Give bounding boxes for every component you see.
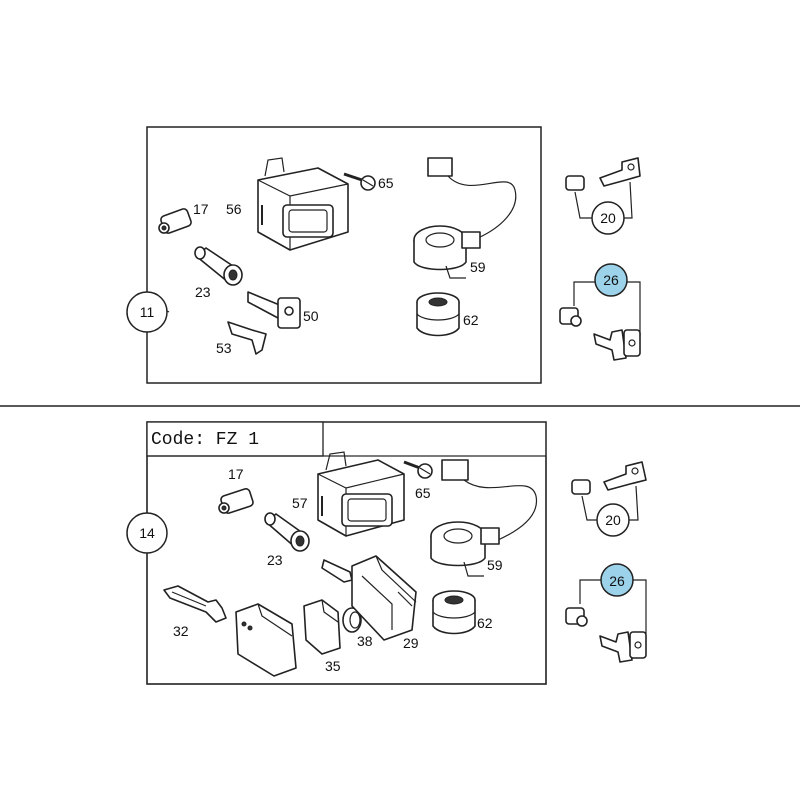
part-label-17: 17 [193, 201, 209, 217]
side-set-26 [565, 563, 647, 663]
grommet-62 [416, 292, 460, 337]
part-label-38: 38 [357, 633, 373, 649]
side-set-label-26: 26 [609, 573, 625, 589]
highlight-circle [600, 563, 634, 597]
screw-65 [403, 460, 433, 479]
cover-plate-35 [303, 599, 341, 655]
key-50 [247, 291, 301, 329]
part-label-50: 50 [303, 308, 319, 324]
part-label-29: 29 [403, 635, 419, 651]
group-callout-label: 11 [140, 304, 155, 320]
bottom-panel: Code: FZ 1 14 17 57 65 [126, 421, 647, 685]
part-label-57: 57 [292, 495, 308, 511]
ignition-switch-59 [430, 459, 538, 577]
remote-housing-35 [235, 603, 297, 677]
part-label-65: 65 [378, 175, 394, 191]
highlight-circle [594, 263, 628, 297]
grommet-62 [432, 590, 476, 635]
part-label-62: 62 [463, 312, 479, 328]
part-label-62: 62 [477, 615, 493, 631]
part-label-56: 56 [226, 201, 242, 217]
part-label-23: 23 [267, 552, 283, 568]
part-label-65: 65 [415, 485, 431, 501]
top-panel: 11 17 56 65 [126, 126, 641, 384]
group-callout-circle [126, 291, 168, 333]
part-label-17: 17 [228, 466, 244, 482]
lock-barrel-23 [194, 246, 243, 286]
control-box-57 [317, 451, 405, 537]
part-label-32: 32 [173, 623, 189, 639]
side-set-label-20: 20 [605, 512, 621, 528]
key-blank-53 [227, 321, 267, 355]
side-set-20 [565, 157, 641, 235]
key-blade-32 [163, 585, 227, 623]
lock-cylinder-17 [218, 488, 254, 514]
bottom-panel-frame [146, 421, 547, 685]
side-set-20 [571, 461, 647, 537]
ignition-switch-59 [413, 157, 517, 279]
battery-38 [342, 607, 362, 633]
control-box-56 [257, 157, 349, 251]
code-label: Code: FZ 1 [151, 430, 259, 450]
part-label-35: 35 [325, 658, 341, 674]
remote-key-29 [321, 555, 417, 641]
screw-65 [343, 172, 376, 191]
side-set-26 [559, 263, 641, 361]
lock-cylinder-17 [158, 208, 192, 234]
part-label-53: 53 [216, 340, 232, 356]
group-callout-circle [126, 512, 168, 554]
group-callout-label: 14 [139, 525, 155, 541]
side-set-label-26: 26 [603, 272, 619, 288]
part-label-59: 59 [487, 557, 503, 573]
part-label-59: 59 [470, 259, 486, 275]
part-label-23: 23 [195, 284, 211, 300]
top-panel-frame [146, 126, 542, 384]
lock-barrel-23 [264, 512, 310, 552]
side-set-label-20: 20 [600, 210, 616, 226]
